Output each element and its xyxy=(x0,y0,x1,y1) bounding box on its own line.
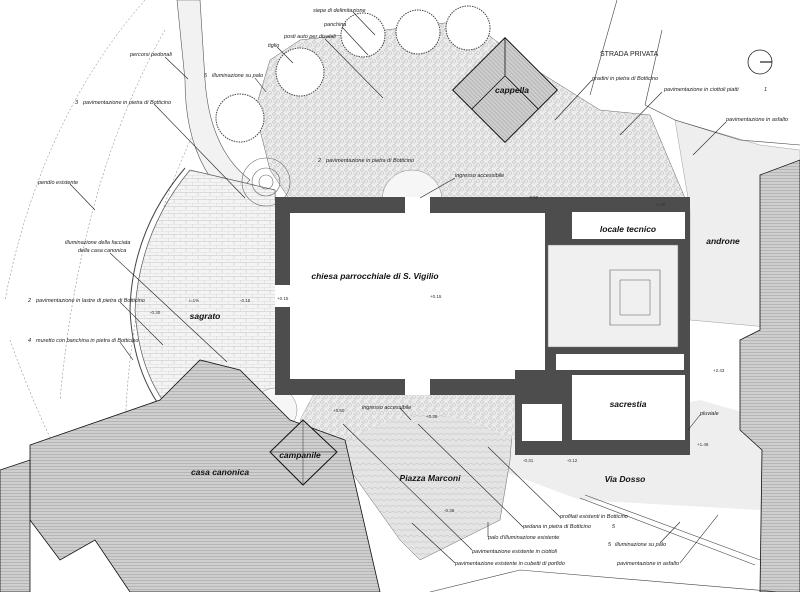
via-dosso-label: Via Dosso xyxy=(605,474,646,484)
elevation: +1.48 xyxy=(697,442,709,447)
annotation: pendio esistente xyxy=(37,180,78,186)
annotation: tiglio xyxy=(268,43,279,49)
elevation: +0.15 xyxy=(430,294,442,299)
elevation: -0.15 xyxy=(240,298,251,303)
annotation-ref: 5 xyxy=(204,73,208,79)
elevation: +2.43 xyxy=(713,368,725,373)
elevation-marks: +0.15 -0.30 -0.15 i=1% +0.15 -0.50 +0.36… xyxy=(150,195,725,513)
elevation: i=1% xyxy=(189,298,199,303)
road-edges xyxy=(429,0,800,592)
annotation-ref: 2 xyxy=(317,158,321,164)
annotation: illuminazione su palo xyxy=(212,73,263,79)
tree-icon xyxy=(215,93,265,143)
piazza-marconi-label: Piazza Marconi xyxy=(400,473,462,483)
leader-lines xyxy=(69,11,727,564)
gravel-area-north xyxy=(254,19,691,213)
annotation: pavimentazione esistente in cubetti di p… xyxy=(454,561,565,567)
cappella-label: cappella xyxy=(495,85,529,95)
neighbor-building xyxy=(0,459,31,592)
elevation: -0.12 xyxy=(567,458,578,463)
tree-icon xyxy=(445,5,491,51)
annotation-ref: 3 xyxy=(75,100,79,106)
annotation: panchina xyxy=(323,22,346,28)
church-label: chiesa parrocchiale di S. Vigilio xyxy=(311,271,438,281)
elevation: +0.15 xyxy=(277,296,289,301)
elevation: -0.50 xyxy=(528,195,539,200)
elevation: -0.31 xyxy=(523,458,534,463)
annotation: pavimentazione in asfalto xyxy=(725,117,788,123)
annotation: palo d'illuminazione esistente xyxy=(487,535,559,541)
north-arrow-icon xyxy=(747,49,773,75)
annotation: illuminazione su palo xyxy=(615,542,666,548)
neighbor-building xyxy=(739,159,800,592)
annotation: pavimentazione in pietra di Botticino xyxy=(82,100,171,106)
annotation-ref: 5 xyxy=(612,524,616,530)
elevation: -0.36 xyxy=(444,508,455,513)
androne-label: androne xyxy=(706,236,740,246)
annotation: ingresso accessibile xyxy=(362,405,411,411)
tree-icon xyxy=(275,47,325,97)
annotation: ingresso accessibile xyxy=(455,173,504,179)
annotation-ref: 5 xyxy=(608,542,612,548)
tree-icon xyxy=(340,12,386,58)
annotation: illuminazione della facciata xyxy=(65,240,130,246)
elevation: -0.30 xyxy=(655,202,666,207)
church-building xyxy=(275,197,690,455)
locale-tecnico-label: locale tecnico xyxy=(600,224,656,234)
annotation-ref: 2 xyxy=(27,298,31,304)
annotation: muretto con banchina in pietra di Bottic… xyxy=(36,338,138,344)
annotation: pavimentazione in pietra di Botticino xyxy=(325,158,414,164)
elevation: +0.50 xyxy=(333,408,345,413)
spiral-feature-icon xyxy=(241,157,291,207)
annotation: gradini in pietra di Botticino xyxy=(592,76,658,82)
annotation: pavimentazione in lastre di pietra di Bo… xyxy=(35,298,145,304)
sacrestia-label: sacrestia xyxy=(610,399,647,409)
annotation-ref: 4 xyxy=(28,338,31,344)
strada-privata-label: STRADA PRIVATA xyxy=(600,51,659,58)
tree-icon xyxy=(395,9,441,55)
annotation: siepe di delimitazione xyxy=(313,8,366,14)
annotation: pavimentazione in ciottoli piatti xyxy=(663,87,739,93)
trees xyxy=(215,5,491,143)
annotation: della casa canonica xyxy=(78,248,126,254)
annotation: percorsi pedonali xyxy=(129,52,173,58)
casa-canonica-building xyxy=(29,359,381,592)
annotation: pluviale xyxy=(699,411,719,417)
sagrato-label: sagrato xyxy=(190,311,221,321)
cappella-building xyxy=(451,36,559,144)
annotation: pavimentazione esistente in ciottoli xyxy=(471,549,558,555)
annotation: profilati esistenti in Botticino xyxy=(559,514,628,520)
annotation-ref: 1 xyxy=(764,87,767,93)
annotation: pedana in pietra di Botticino xyxy=(522,524,591,530)
campanile-building xyxy=(269,419,338,486)
annotation: posti auto per disabili xyxy=(283,34,336,40)
annotation: pavimentazione in asfalto xyxy=(616,561,679,567)
casa-canonica-label: casa canonica xyxy=(191,467,249,477)
piazza-gravel xyxy=(300,392,515,445)
elevation: +0.36 xyxy=(426,414,438,419)
campanile-label: campanile xyxy=(279,450,321,460)
annotations: siepe di delimitazione panchina posti au… xyxy=(27,8,788,567)
elevation: -0.30 xyxy=(150,310,161,315)
